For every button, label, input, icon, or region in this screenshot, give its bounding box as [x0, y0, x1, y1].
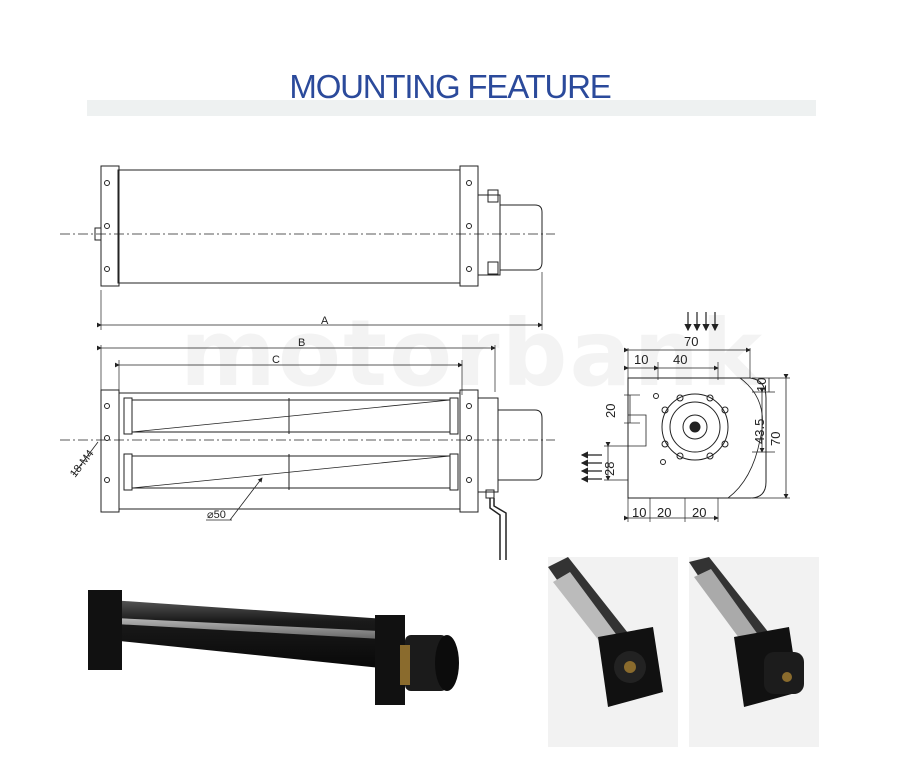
side-width-label: 70 [684, 334, 698, 349]
top-view-left-bracket [100, 165, 120, 287]
terminal [487, 189, 499, 203]
title-underline-band [87, 100, 816, 116]
product-photo-closeup-right [689, 557, 819, 747]
top-view-motor [478, 194, 543, 276]
front-left-bracket [100, 389, 120, 513]
side-dim-43-5: 43.5 [752, 419, 767, 444]
side-dim-70-right: 70 [768, 432, 783, 446]
dimension-c-label: C [272, 354, 280, 366]
side-dim-10-right: 10 [754, 378, 769, 392]
mount-hole [104, 180, 110, 186]
side-view-drawing [580, 312, 790, 522]
watermark-logo: motorbank [180, 300, 764, 407]
mounting-holes-label: 18-M4 [68, 448, 97, 480]
terminal [487, 261, 499, 275]
side-dim-20-left: 20 [603, 404, 618, 418]
side-bottom-20-b: 20 [692, 505, 706, 520]
side-dim-10-left: 10 [634, 352, 648, 367]
mount-hole [466, 223, 472, 229]
mount-hole [104, 266, 110, 272]
side-dim-28: 28 [602, 462, 617, 476]
product-photo-main [88, 590, 459, 705]
front-view-drawing [60, 345, 555, 560]
motor-flange [661, 393, 729, 461]
page-title: MOUNTING FEATURE [289, 68, 611, 105]
mount-hole [466, 266, 472, 272]
dimension-b-label: B [298, 337, 305, 349]
top-view-body [117, 169, 461, 284]
side-bottom-20-a: 20 [657, 505, 671, 520]
side-bottom-10: 10 [632, 505, 646, 520]
top-view-right-bracket [459, 165, 479, 287]
top-view-drawing [60, 165, 555, 330]
mount-hole [466, 180, 472, 186]
dimension-a-label: A [321, 315, 329, 327]
housing-outline [627, 377, 767, 499]
front-body [118, 392, 461, 510]
product-photo-closeup-left [548, 557, 678, 747]
side-dim-40: 40 [673, 352, 687, 367]
diameter-label: ⌀50 [207, 509, 226, 521]
mount-hole [104, 223, 110, 229]
